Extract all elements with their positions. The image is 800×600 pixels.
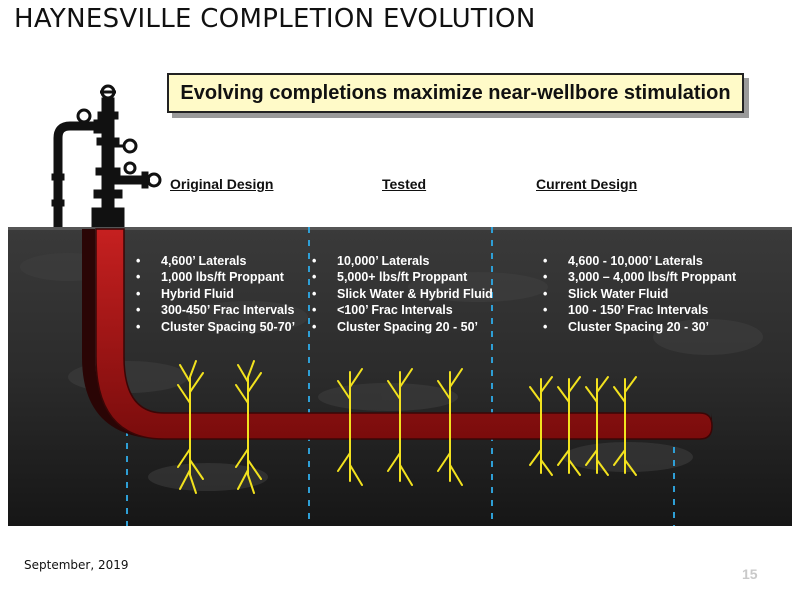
list-item: Cluster Spacing 20 - 30’	[543, 319, 736, 336]
list-item: Cluster Spacing 50-70’	[136, 319, 295, 336]
bullet-list-tested: 10,000’ Laterals 5,000+ lbs/ft Proppant …	[312, 253, 493, 335]
bullet-list-current-design: 4,600 - 10,000’ Laterals 3,000 – 4,000 l…	[543, 253, 736, 335]
bullet-list-original-design: 4,600’ Laterals 1,000 lbs/ft Proppant Hy…	[136, 253, 295, 335]
page-number: 15	[742, 566, 758, 582]
wellhead-icon	[51, 84, 162, 232]
column-heading-tested: Tested	[382, 176, 427, 192]
column-heading-original-design: Original Design	[170, 176, 274, 192]
list-item: Slick Water Fluid	[543, 286, 736, 303]
fracture-group-tested	[337, 368, 463, 486]
list-item: 100 - 150’ Frac Intervals	[543, 302, 736, 319]
wellbore-pipe-body	[95, 228, 713, 440]
callout-box: Evolving completions maximize near-wellb…	[167, 73, 744, 113]
list-item: 4,600’ Laterals	[136, 253, 295, 270]
list-item: 10,000’ Laterals	[312, 253, 493, 270]
list-item: 3,000 – 4,000 lbs/ft Proppant	[543, 269, 736, 286]
list-item: <100’ Frac Intervals	[312, 302, 493, 319]
column-heading-current-design: Current Design	[536, 176, 638, 192]
fracture-group-original	[177, 360, 262, 494]
list-item: 1,000 lbs/ft Proppant	[136, 269, 295, 286]
list-item: 5,000+ lbs/ft Proppant	[312, 269, 493, 286]
fracture-group-current	[529, 376, 637, 476]
list-item: Hybrid Fluid	[136, 286, 295, 303]
page-title: HAYNESVILLE COMPLETION EVOLUTION	[14, 4, 536, 34]
footer-date: September, 2019	[24, 558, 129, 572]
list-item: Cluster Spacing 20 - 50’	[312, 319, 493, 336]
list-item: 300-450’ Frac Intervals	[136, 302, 295, 319]
ground-surface-line	[8, 227, 792, 230]
interval-divider-lines	[126, 227, 675, 526]
callout-text: Evolving completions maximize near-wellb…	[180, 81, 731, 104]
list-item: Slick Water & Hybrid Fluid	[312, 286, 493, 303]
list-item: 4,600 - 10,000’ Laterals	[543, 253, 736, 270]
